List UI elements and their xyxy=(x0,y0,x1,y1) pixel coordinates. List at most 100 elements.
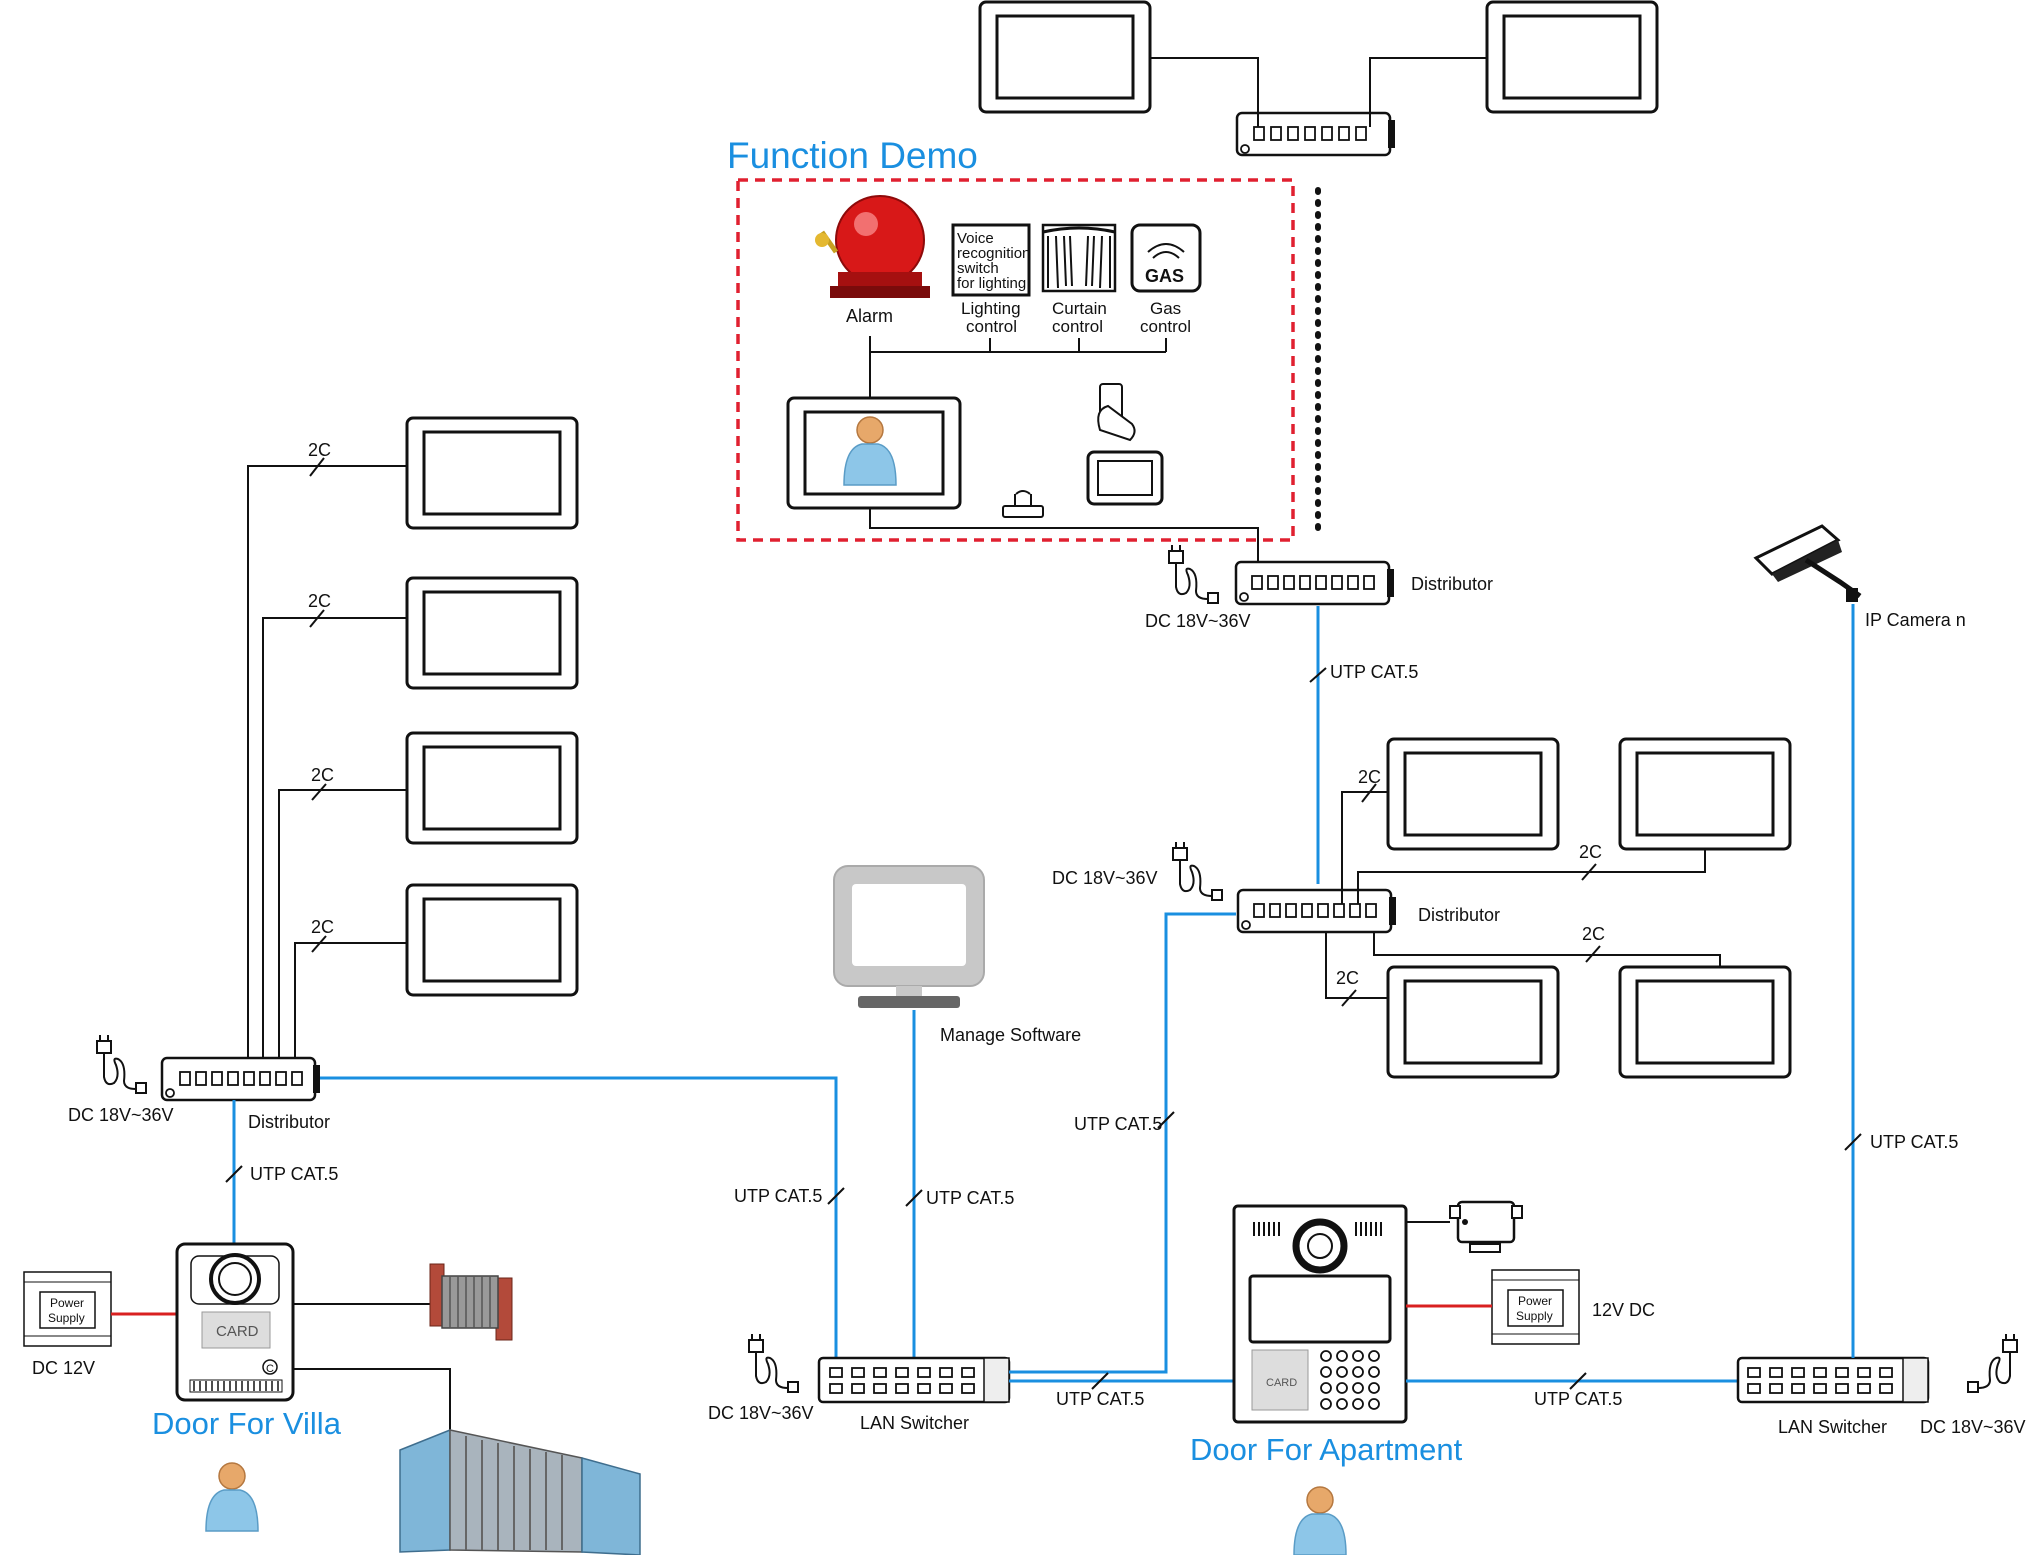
svg-text:recognition: recognition xyxy=(957,245,1030,262)
apartment-wire-3 xyxy=(1325,932,1388,999)
door-for-apartment-label: Door For Apartment xyxy=(1190,1432,1463,1467)
top-wire-left xyxy=(1150,57,1259,127)
function-demo-title: Function Demo xyxy=(727,135,978,176)
villa-monitor-1 xyxy=(405,416,579,530)
function-demo-monitor xyxy=(786,396,962,510)
apartment-user-person-icon xyxy=(1293,1486,1347,1556)
apartment-monitor-1 xyxy=(1386,737,1560,851)
apartment-monitor-3 xyxy=(1386,965,1560,1079)
svg-text:C: C xyxy=(266,1363,274,1375)
dc12-label-apartment: 12V DC xyxy=(1592,1300,1655,1320)
villa-monitor-4 xyxy=(405,883,579,997)
plug-right-switch xyxy=(1967,1333,2018,1393)
two-core-label-apt-3: 2C xyxy=(1336,968,1359,988)
ip-camera-icon xyxy=(1753,524,1862,602)
top-monitor-left xyxy=(978,0,1152,114)
power-supply-apartment: Power Supply xyxy=(1491,1269,1580,1345)
lan-switcher-right xyxy=(1736,1356,1930,1404)
villa-door-station: CARD C xyxy=(175,1242,295,1402)
lan-switcher-label-right: LAN Switcher xyxy=(1778,1417,1887,1437)
apartment-monitor-2 xyxy=(1618,737,1792,851)
svg-text:CARD: CARD xyxy=(1266,1377,1297,1389)
two-core-label-apt-1: 2C xyxy=(1358,767,1381,787)
smartphone-hand-icon xyxy=(1097,383,1136,442)
svg-text:Power: Power xyxy=(50,1296,84,1310)
gas-control-label-2: control xyxy=(1140,317,1191,336)
utp-label-mid: UTP CAT.5 xyxy=(1074,1114,1162,1134)
two-core-label-3: 2C xyxy=(311,765,334,785)
utp-label-apartment-left: UTP CAT.5 xyxy=(1056,1389,1144,1409)
svg-text:Supply: Supply xyxy=(1516,1309,1553,1323)
villa-monitor-3 xyxy=(405,731,579,845)
svg-text:Voice: Voice xyxy=(957,230,994,247)
distributor-label-top: Distributor xyxy=(1411,574,1493,594)
gas-sensor-icon: GAS xyxy=(1130,223,1202,293)
distributor-label-right: Distributor xyxy=(1418,905,1500,925)
curtain-control-label-2: control xyxy=(1052,317,1103,336)
villa-wire-2 xyxy=(262,617,407,1068)
lighting-control-label-2: control xyxy=(966,317,1017,336)
distributor-label-left: Distributor xyxy=(248,1112,330,1132)
dc12-label-villa: DC 12V xyxy=(32,1358,95,1378)
svg-text:Supply: Supply xyxy=(48,1311,85,1325)
top-monitor-right xyxy=(1485,0,1659,114)
apartment-wire-1 xyxy=(1341,791,1388,904)
svg-text:CARD: CARD xyxy=(216,1323,259,1340)
top-wire-right xyxy=(1369,57,1487,127)
two-core-label-4: 2C xyxy=(311,917,334,937)
curtain-control-label-1: Curtain xyxy=(1052,299,1107,318)
apartment-door-station: CARD xyxy=(1232,1204,1408,1424)
dc-label-right: DC 18V~36V xyxy=(1052,868,1158,888)
utp-label-left-switch: UTP CAT.5 xyxy=(734,1186,822,1206)
tablet-icon xyxy=(1086,450,1164,506)
villa-wire-1 xyxy=(247,465,407,1068)
ip-camera-label: IP Camera n xyxy=(1865,610,1966,630)
function-demo-frame xyxy=(736,178,1295,542)
gas-control-label-1: Gas xyxy=(1150,299,1181,318)
curtain-icon xyxy=(1041,223,1117,293)
villa-door-to-big-gate-wire xyxy=(293,1368,451,1440)
top-distributor xyxy=(1235,111,1395,157)
distributor-top-middle xyxy=(1168,544,1394,606)
apartment-wire-4 xyxy=(1373,932,1721,967)
two-core-label-2: 2C xyxy=(308,591,331,611)
dc-label-top: DC 18V~36V xyxy=(1145,611,1251,631)
utp-switch-to-right-distributor xyxy=(1009,912,1236,1374)
utp-label-top-right: UTP CAT.5 xyxy=(1330,662,1418,682)
manage-software-label: Manage Software xyxy=(940,1025,1081,1045)
villa-wire-3 xyxy=(278,789,407,1068)
svg-text:switch: switch xyxy=(957,260,999,277)
voice-switch-icon: Voice recognition switch for lighting xyxy=(951,223,1031,297)
function-bus-wire xyxy=(869,336,1167,353)
utp-label-pc: UTP CAT.5 xyxy=(926,1188,1014,1208)
small-gate-icon xyxy=(429,1263,513,1341)
apartment-wire-2 xyxy=(1357,849,1706,904)
distributor-right xyxy=(1172,841,1396,934)
dc-label-right-switch: DC 18V~36V xyxy=(1920,1417,2026,1437)
utp-left-distributor-to-switch xyxy=(320,1076,838,1358)
distributor-left xyxy=(96,1034,320,1102)
lighting-control-label-1: Lighting xyxy=(961,299,1021,318)
two-core-label-1: 2C xyxy=(308,440,331,460)
power-supply-villa: Power Supply xyxy=(23,1271,112,1347)
villa-monitor-2 xyxy=(405,576,579,690)
utp-label-camera: UTP CAT.5 xyxy=(1870,1132,1958,1152)
lan-switcher-left xyxy=(748,1333,1011,1404)
lan-switcher-label-left: LAN Switcher xyxy=(860,1413,969,1433)
utp-label-villa: UTP CAT.5 xyxy=(250,1164,338,1184)
dc-label-left: DC 18V~36V xyxy=(68,1105,174,1125)
villa-wire-4 xyxy=(294,942,407,1068)
wifi-router-icon xyxy=(1002,490,1044,518)
svg-text:for lighting: for lighting xyxy=(957,275,1026,292)
sliding-gate-icon xyxy=(399,1428,641,1556)
utp-label-apartment-right: UTP CAT.5 xyxy=(1534,1389,1622,1409)
two-core-label-apt-4: 2C xyxy=(1582,924,1605,944)
door-for-villa-label: Door For Villa xyxy=(152,1406,342,1441)
electric-lock-icon xyxy=(1449,1200,1523,1253)
svg-text:Power: Power xyxy=(1518,1294,1552,1308)
apartment-monitor-4 xyxy=(1618,965,1792,1079)
two-core-label-apt-2: 2C xyxy=(1579,842,1602,862)
alarm-bell-icon xyxy=(815,195,930,298)
alarm-label: Alarm xyxy=(846,306,893,326)
